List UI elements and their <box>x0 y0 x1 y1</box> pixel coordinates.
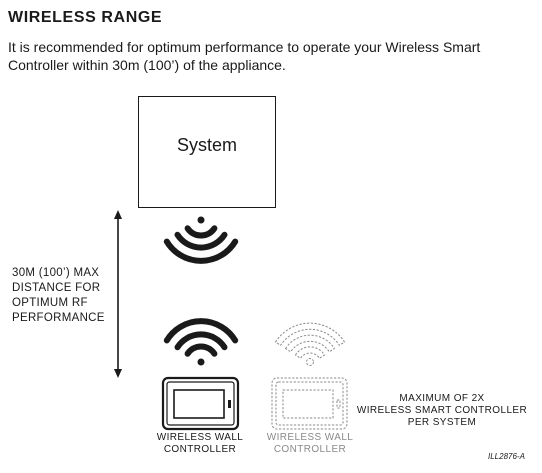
wifi-signal-icon <box>163 216 239 264</box>
max-controllers-note: MAXIMUM OF 2X WIRELESS SMART CONTROLLER … <box>356 393 528 428</box>
controller-primary-caption: WIRELESS WALL CONTROLLER <box>156 432 244 455</box>
wall-controller-icon <box>161 376 240 431</box>
wifi-signal-icon <box>163 318 239 366</box>
section-heading: WIRELESS RANGE <box>8 9 163 26</box>
system-box: System <box>138 96 276 208</box>
distance-label: 30M (100’) MAX DISTANCE FOR OPTIMUM RF P… <box>12 267 105 324</box>
intro-text: It is recommended for optimum performanc… <box>8 39 481 73</box>
double-arrow-icon <box>114 210 122 378</box>
wall-controller-outline-icon <box>271 377 348 430</box>
figure-reference: ILL2876-A <box>488 452 525 461</box>
system-label: System <box>176 135 237 155</box>
controller-secondary-caption: WIRELESS WALL CONTROLLER <box>266 432 354 455</box>
wifi-signal-outline-icon <box>274 322 346 366</box>
